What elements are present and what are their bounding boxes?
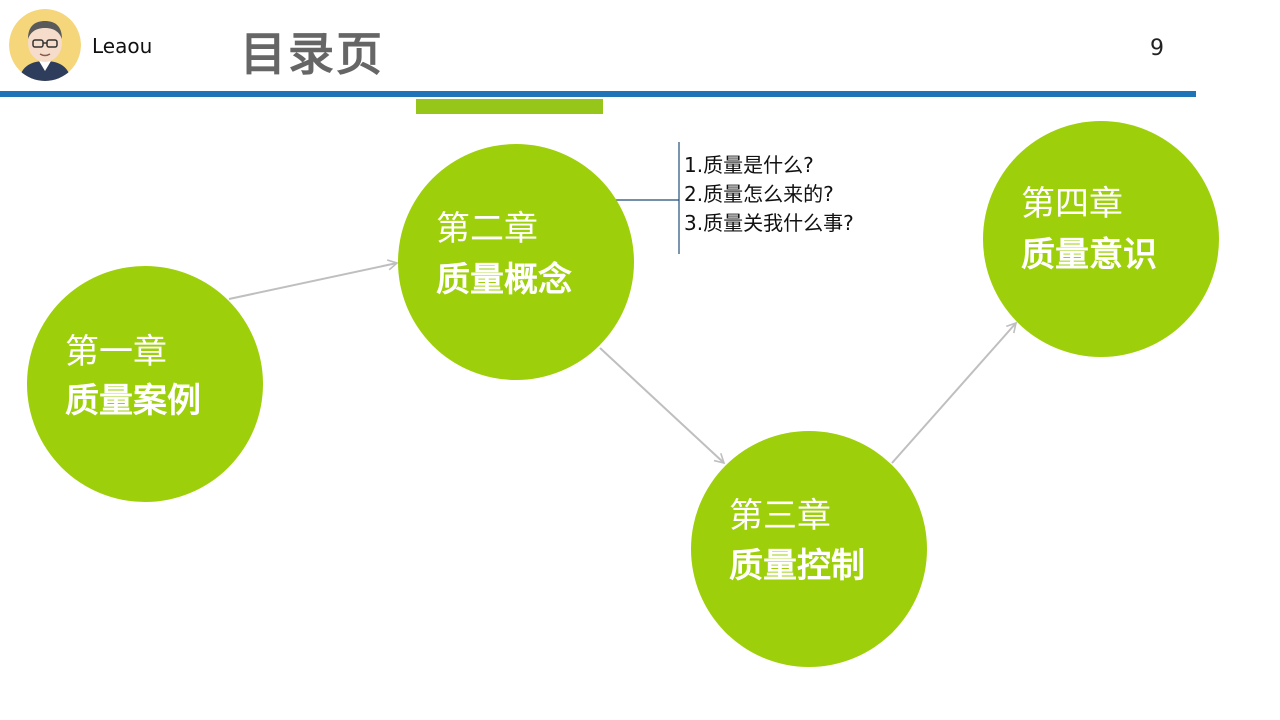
header-divider — [0, 91, 1196, 97]
chapter-3-title: 质量控制 — [729, 546, 865, 586]
chapter-2-callout: 1.质量是什么? 2.质量怎么来的? 3.质量关我什么事? — [684, 151, 854, 238]
chapter-1-circle[interactable]: 第一章 质量案例 — [27, 266, 263, 502]
arrow-chapter3-to-chapter4 — [891, 321, 1018, 464]
chapter-4-number: 第四章 — [1021, 184, 1123, 224]
chapter-2-number: 第二章 — [436, 209, 538, 249]
author-name: Leaou — [92, 34, 153, 58]
title-accent-bar — [416, 99, 603, 114]
avatar-image — [9, 9, 81, 81]
callout-item: 2.质量怎么来的? — [684, 182, 834, 206]
chapter-2-title: 质量概念 — [436, 260, 572, 300]
chapter-4-circle[interactable]: 第四章 质量意识 — [983, 121, 1219, 357]
author-avatar — [9, 9, 81, 81]
chapter-4-title: 质量意识 — [1021, 235, 1157, 275]
chapter-3-number: 第三章 — [729, 496, 831, 536]
arrow-chapter2-to-chapter3 — [599, 347, 726, 465]
page-number: 9 — [1150, 36, 1164, 61]
chapter-1-number: 第一章 — [65, 332, 167, 372]
chapter-2-circle[interactable]: 第二章 质量概念 — [398, 144, 634, 380]
page-title: 目录页 — [240, 27, 384, 81]
callout-item: 1.质量是什么? — [684, 153, 814, 177]
arrow-chapter1-to-chapter2 — [228, 259, 399, 300]
callout-item: 3.质量关我什么事? — [684, 211, 854, 235]
chapter-3-circle[interactable]: 第三章 质量控制 — [691, 431, 927, 667]
chapter-1-title: 质量案例 — [65, 381, 201, 421]
